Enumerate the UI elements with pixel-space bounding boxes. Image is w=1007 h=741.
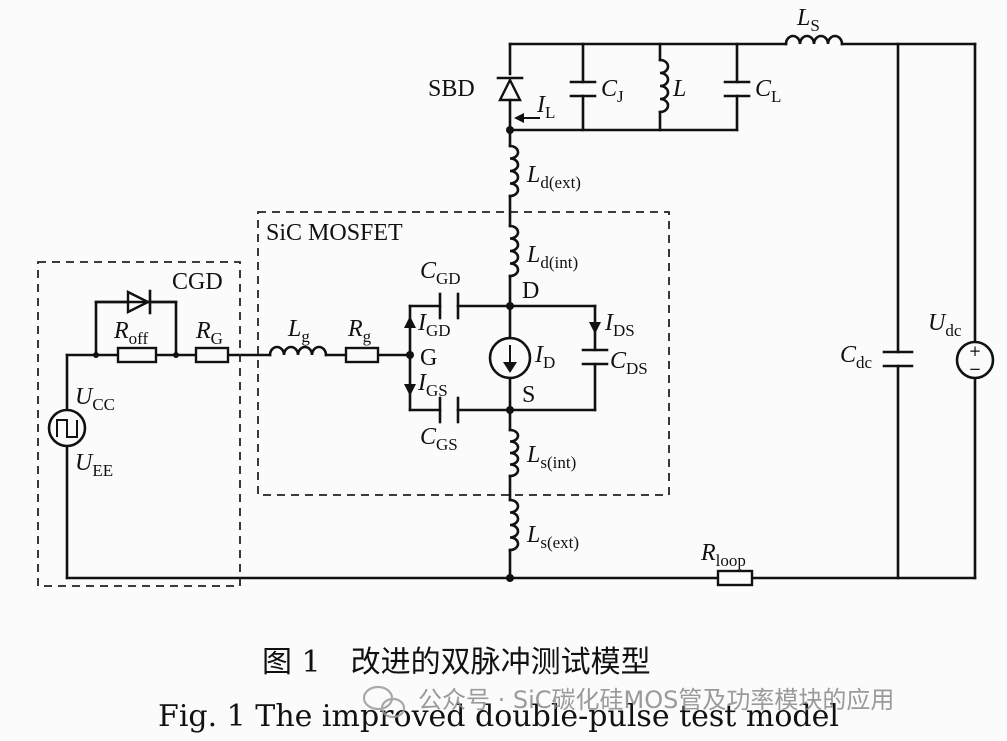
cds-capacitor (581, 348, 609, 366)
pulse-source (47, 408, 87, 448)
rg-label: RG (195, 318, 223, 348)
ls-ext-label: Ls(ext) (526, 522, 579, 552)
caption-english: Fig. 1 The improved double-pulse test mo… (158, 699, 839, 734)
d-node-label: D (522, 278, 539, 304)
ids-current-arrow (589, 322, 601, 334)
igd-label: IGD (417, 310, 451, 340)
ld-ext-inductor (508, 144, 520, 198)
ls-int-inductor (508, 428, 520, 478)
ids-label: IDS (604, 310, 635, 340)
udc-label: Udc (928, 310, 962, 340)
ls-int-label: Ls(int) (526, 442, 576, 472)
roff-resistor (116, 346, 158, 364)
igs-current-arrow (404, 384, 416, 396)
cj-capacitor (569, 80, 597, 98)
ucc-label: UCC (75, 384, 115, 414)
ls-ext-inductor (508, 498, 520, 552)
cdc-label: Cdc (840, 342, 873, 372)
ls-inductor (784, 34, 844, 46)
uee-label: UEE (75, 450, 113, 480)
udc-plus-sign: + (969, 342, 982, 360)
lg-inductor (268, 345, 328, 357)
rg-internal-resistor (344, 346, 380, 364)
rloop-resistor (716, 569, 754, 587)
cgd-capacitor (438, 292, 460, 320)
udc-voltage-source (955, 340, 995, 380)
ls-label: LS (796, 5, 820, 35)
caption-chinese: 图 1 改进的双脉冲测试模型 (262, 645, 651, 680)
cdc-capacitor (882, 350, 914, 368)
il-label: IL (536, 92, 555, 122)
ld-int-inductor (508, 224, 520, 278)
cgd-box-label: CGD (172, 269, 223, 295)
s-node-label: S (522, 382, 535, 408)
ld-int-label: Ld(int) (526, 242, 578, 272)
udc-minus-sign: − (969, 360, 982, 378)
sbd-label: SBD (428, 76, 475, 102)
gate-diode (94, 289, 178, 315)
rg-resistor (194, 346, 230, 364)
cgs-cap-label: CGS (420, 424, 458, 454)
ld-ext-label: Ld(ext) (526, 162, 581, 192)
il-current-arrow (514, 113, 540, 123)
cds-label: CDS (610, 348, 648, 378)
id-label: ID (534, 342, 555, 372)
igs-label: IGS (417, 370, 448, 400)
roff-label: Roff (113, 318, 149, 348)
watermark-text: 公众号 · SiC碳化硅MOS管及功率模块的应用 (418, 686, 894, 714)
cl-capacitor (723, 80, 751, 98)
cgd-cap-label: CGD (420, 258, 461, 288)
watermark: 公众号 · SiC碳化硅MOS管及功率模块的应用 (362, 685, 894, 719)
rg-int-label: Rg (347, 316, 372, 346)
igd-current-arrow (404, 316, 416, 328)
sbd-diode (496, 76, 524, 102)
l-inductor (658, 58, 670, 114)
rloop-label: Rloop (700, 540, 746, 570)
circuit-wires (65, 42, 977, 580)
cl-label: CL (755, 76, 781, 106)
wechat-icon (362, 685, 406, 719)
id-current-source (488, 336, 532, 380)
lg-label: Lg (287, 316, 310, 346)
cgs-capacitor (438, 396, 460, 424)
cj-label: CJ (601, 76, 624, 106)
junction-dots (93, 126, 514, 582)
g-node-label: G (420, 345, 437, 371)
mosfet-box-label: SiC MOSFET (266, 220, 403, 246)
mosfet-box (257, 211, 670, 496)
l-label: L (672, 76, 686, 102)
cgd-box (37, 261, 241, 587)
